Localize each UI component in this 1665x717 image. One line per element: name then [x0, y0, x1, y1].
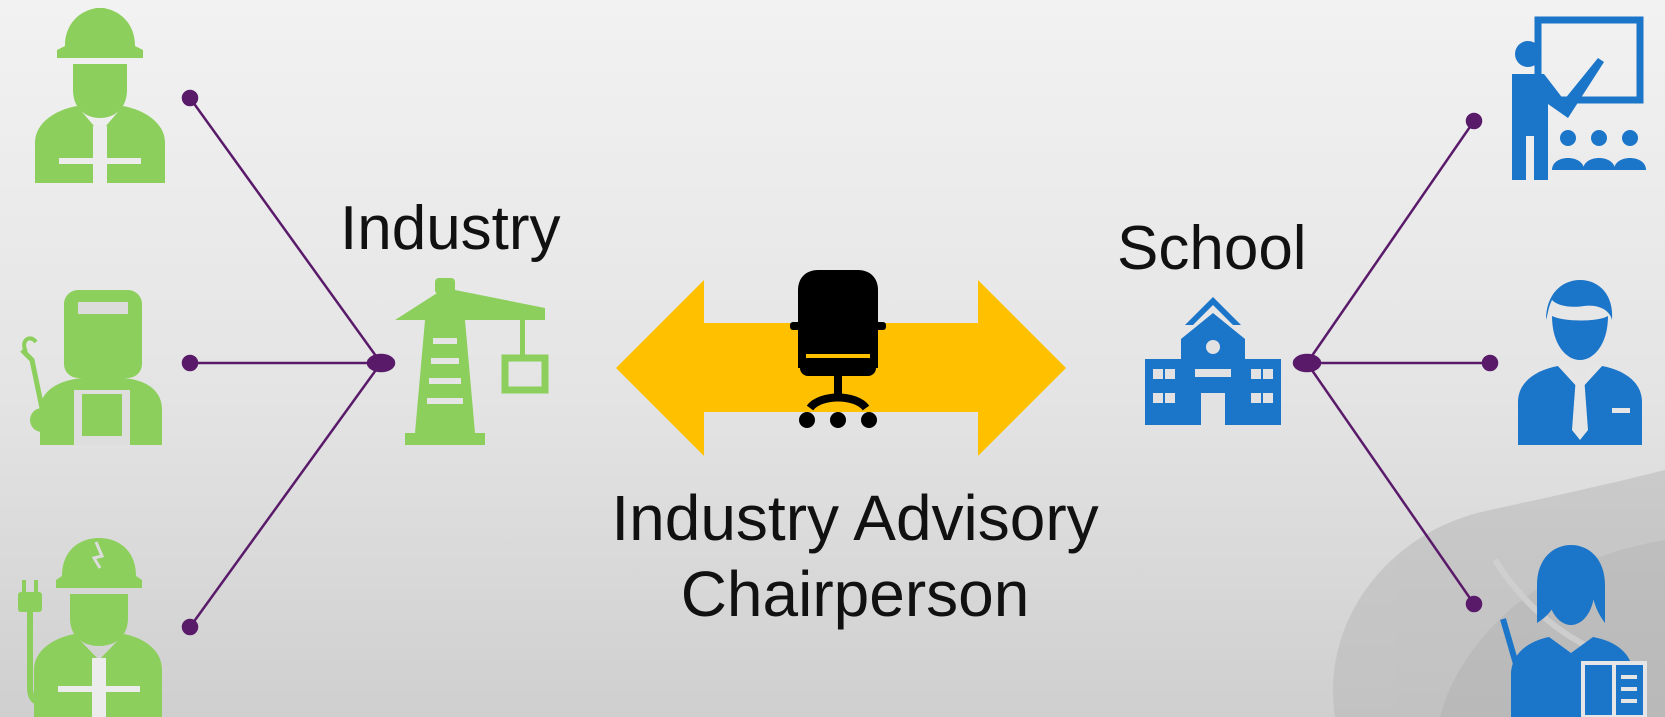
office-chair-icon: [790, 270, 886, 428]
right-connectors: [1292, 112, 1499, 613]
school-building-icon: [1145, 297, 1281, 425]
teacher-presentation-icon: [1512, 16, 1646, 180]
left-connectors: [181, 89, 396, 636]
construction-worker-icon: [35, 8, 165, 184]
electrician-icon: [18, 538, 162, 717]
welder-icon: [20, 290, 162, 445]
administrator-icon: [1518, 280, 1642, 445]
female-teacher-icon: [1500, 545, 1647, 717]
industry-label: Industry: [340, 194, 561, 263]
chairperson-label: Industry Advisory Chairperson: [560, 480, 1150, 632]
chairperson-label-line1: Industry Advisory: [611, 482, 1099, 554]
crane-icon: [395, 278, 549, 445]
chairperson-label-line2: Chairperson: [680, 558, 1030, 630]
school-label: School: [1117, 214, 1307, 283]
